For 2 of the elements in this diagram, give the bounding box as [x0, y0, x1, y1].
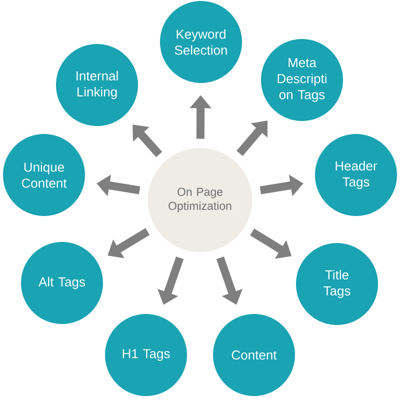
- arrow: [236, 120, 268, 156]
- arrow: [132, 124, 162, 158]
